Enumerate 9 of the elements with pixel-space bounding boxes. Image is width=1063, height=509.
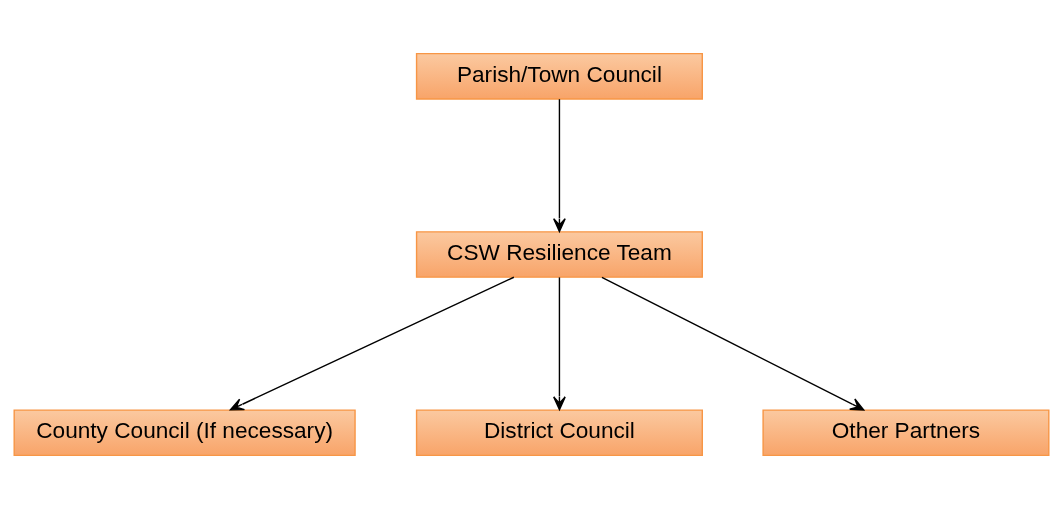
node-box: County Council (If necessary) xyxy=(13,409,356,457)
arrow xyxy=(553,276,566,411)
arrow xyxy=(601,276,865,411)
node-box: CSW Resilience Team xyxy=(415,231,703,278)
arrow xyxy=(229,276,515,411)
node-box: Other Partners xyxy=(762,409,1050,457)
node-box: District Council xyxy=(415,409,703,457)
node-box: Parish/Town Council xyxy=(415,52,703,100)
arrow xyxy=(553,98,566,233)
